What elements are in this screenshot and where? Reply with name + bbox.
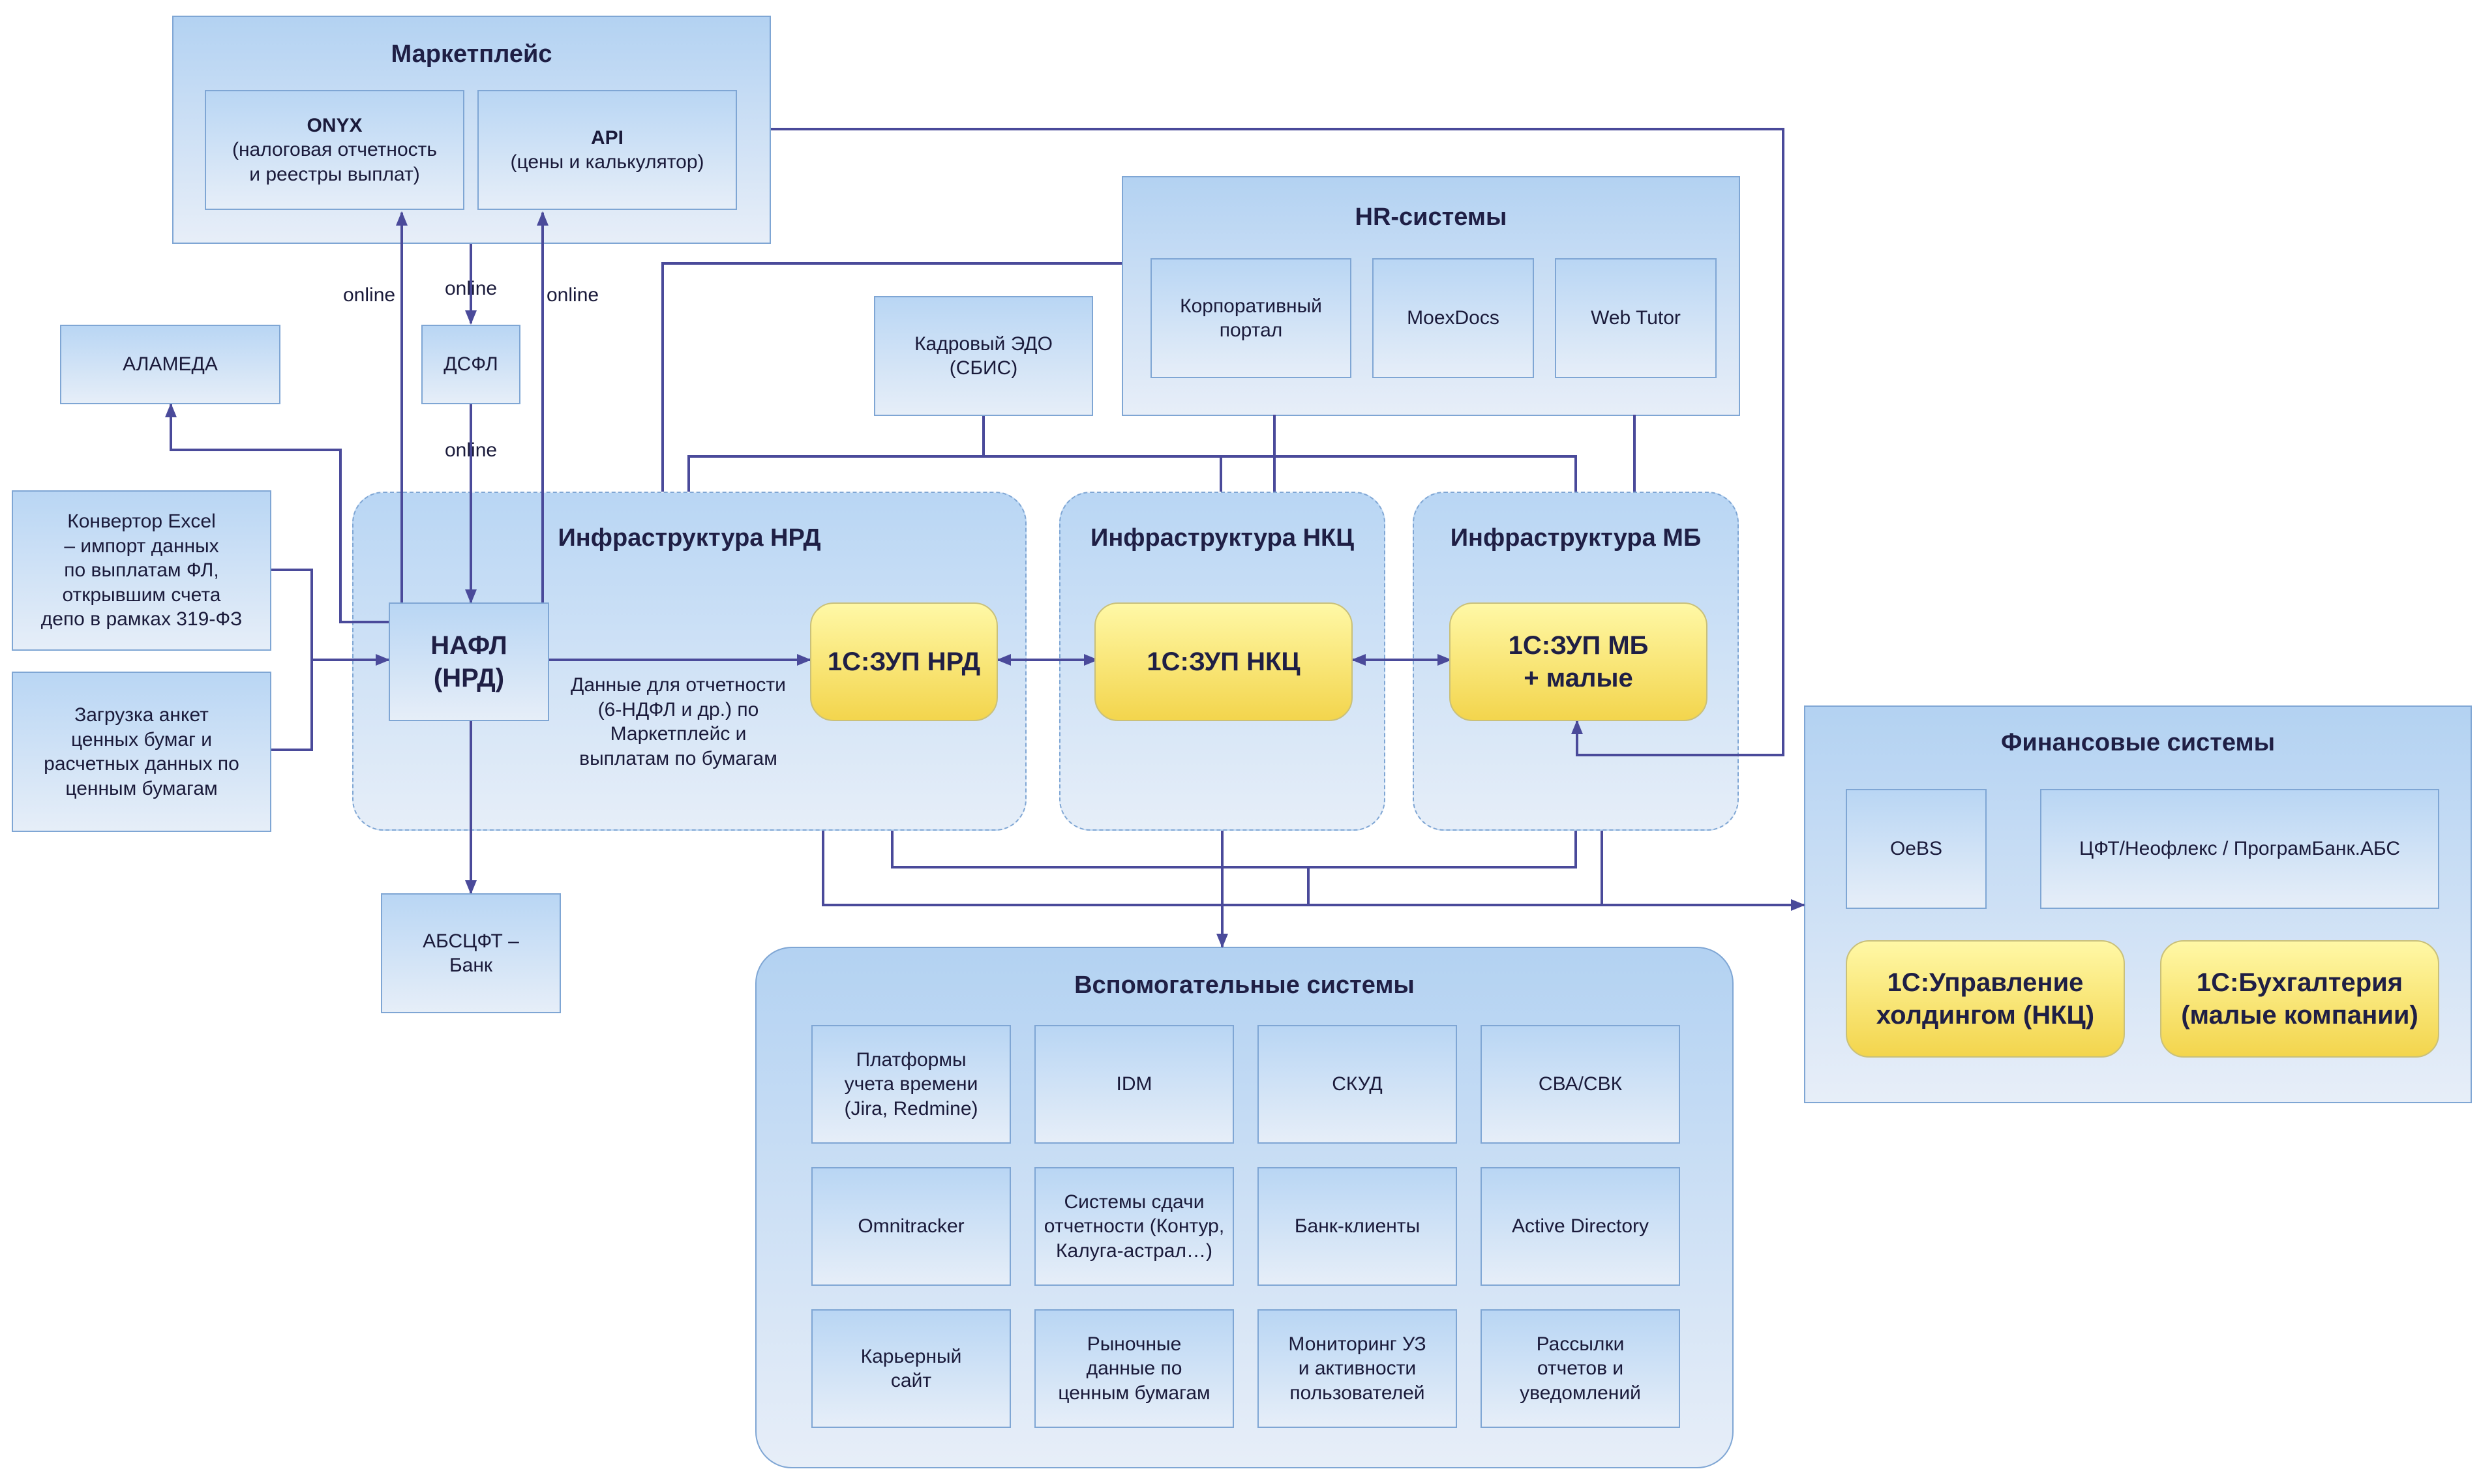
aux-item-sva-svk: СВА/СВК xyxy=(1481,1025,1680,1144)
infra-nkc-title: Инфраструктура НКЦ xyxy=(1090,524,1354,552)
online-label-dsfl-in: online xyxy=(445,278,498,299)
edge-marketplace-zup-mb xyxy=(771,128,1784,756)
aux-item-market-data: Рыночные данные по ценным бумагам xyxy=(1034,1309,1234,1428)
edge-infra-finance xyxy=(822,831,1805,911)
kedo-box: Кадровый ЭДО (СБИС) xyxy=(874,296,1093,416)
aux-item-mailings: Рассылки отчетов и уведомлений xyxy=(1481,1309,1680,1428)
infra-nrd-title: Инфраструктура НРД xyxy=(558,524,821,552)
api-title: API xyxy=(590,126,624,149)
marketplace-title: Маркетплейс xyxy=(391,40,552,68)
dsfl-box: ДСФЛ xyxy=(421,325,520,404)
finance-systems-title: Финансовые системы xyxy=(2000,729,2276,756)
aux-item-monitoring: Мониторинг УЗ и активности пользователей xyxy=(1257,1309,1457,1428)
alameda-box: АЛАМЕДА xyxy=(60,325,280,404)
edge-nafl-alameda xyxy=(165,403,389,623)
accounting-box: 1С:Бухгалтерия (малые компании) xyxy=(2160,940,2439,1058)
hr-item-corporate-portal: Корпоративный портал xyxy=(1150,258,1351,378)
oebs-box: OeBS xyxy=(1846,789,1987,909)
infra-mb-title: Инфраструктура МБ xyxy=(1450,524,1702,552)
edge-converter-nafl xyxy=(270,569,390,666)
edge-infra-bus-upper xyxy=(891,831,1577,868)
holding-box: 1С:Управление холдингом (НКЦ) xyxy=(1846,940,2125,1058)
aux-item-time-platforms: Платформы учета времени (Jira, Redmine) xyxy=(811,1025,1011,1144)
cft-box: ЦФТ/Неофлекс / ПрограмБанк.АБС xyxy=(2040,789,2439,909)
securities-load-box: Загрузка анкет ценных бумаг и расчетных … xyxy=(12,672,271,832)
edge-kedo-bus xyxy=(687,415,985,492)
report-data-note: Данные для отчетности (6-НДФЛ и др.) по … xyxy=(571,674,786,769)
onyx-title: ONYX xyxy=(307,114,363,136)
onyx-subtitle: (налоговая отчетность и реестры выплат) xyxy=(232,139,438,185)
zup-mb-box: 1С:ЗУП МБ + малые xyxy=(1449,602,1707,721)
onyx-box: ONYX (налоговая отчетность и реестры вып… xyxy=(205,90,464,210)
hr-item-moexdocs: MoexDocs xyxy=(1372,258,1534,378)
aux-item-bank-clients: Банк-клиенты xyxy=(1257,1167,1457,1286)
hr-item-web-tutor: Web Tutor xyxy=(1555,258,1717,378)
aux-item-skud: СКУД xyxy=(1257,1025,1457,1144)
aux-item-idm: IDM xyxy=(1034,1025,1234,1144)
online-label-onyx: online xyxy=(343,284,396,306)
converter-box: Конвертор Excel – импорт данных по выпла… xyxy=(12,490,271,651)
online-label-dsfl-out: online xyxy=(445,439,498,461)
aux-item-career-site: Карьерный сайт xyxy=(811,1309,1011,1428)
api-subtitle: (цены и калькулятор) xyxy=(510,151,704,173)
aux-item-omnitracker: Omnitracker xyxy=(811,1167,1011,1286)
nafl-box: НАФЛ (НРД) xyxy=(389,602,549,721)
online-label-api: online xyxy=(547,284,599,306)
edge-securities-nafl xyxy=(270,660,313,751)
edge-hr-bus xyxy=(661,262,1122,492)
aux-item-reporting-systems: Системы сдачи отчетности (Контур, Калуга… xyxy=(1034,1167,1234,1286)
abscft-box: АБСЦФТ – Банк xyxy=(381,893,561,1013)
aux-systems-title: Вспомогательные системы xyxy=(1074,972,1415,999)
aux-item-active-directory: Active Directory xyxy=(1481,1167,1680,1286)
api-box: API (цены и калькулятор) xyxy=(477,90,737,210)
zup-nrd-box: 1С:ЗУП НРД xyxy=(810,602,998,721)
zup-nkc-box: 1С:ЗУП НКЦ xyxy=(1094,602,1353,721)
hr-systems-title: HR-системы xyxy=(1355,203,1507,231)
